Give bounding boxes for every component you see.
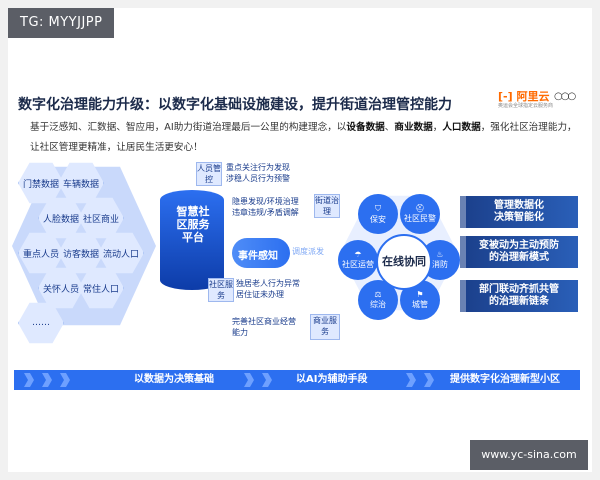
service-note: 独居老人行为异常 居住证未办理 — [236, 279, 300, 299]
bottom-seg-1: 以数据为决策基础 — [134, 374, 214, 385]
desc-bold-2: 商业数据 — [394, 122, 433, 133]
logo-brand-text: 阿里云 — [516, 90, 550, 103]
result-3: 部门联动齐抓共管 的治理新链条 — [460, 280, 578, 312]
ring-fire-label: 消防 — [432, 260, 448, 269]
desc-text-2: ，强化社区治理能力，让社区管理更精准，让居民生活更安心！ — [30, 122, 577, 153]
desc-text-1: 基于泛感知、汇数据、智应用，AI助力街道治理最后一公里的构建理念，以 — [30, 122, 347, 133]
people-note: 重点关注行为发现 涉稳人员行为预警 — [226, 163, 290, 183]
ring-center: 在线协同 — [376, 234, 432, 290]
watermark-top: TG: MYYJJPP — [8, 8, 115, 38]
chevron-right-icon — [262, 373, 272, 387]
logo-mark-icon: [-] — [498, 90, 513, 103]
chevron-right-icon — [406, 373, 416, 387]
logo-tagline: 奥运会全球指定云服务商 — [498, 103, 554, 109]
bottom-seg-2: 以AI为辅助手段 — [296, 374, 368, 385]
ring-operations-label: 社区运营 — [342, 260, 374, 269]
event-label: 事件感知 — [238, 251, 278, 262]
people-tag: 人员管控 — [196, 162, 222, 186]
biz-tag: 商业服务 — [310, 314, 340, 340]
bottom-arrow-bar: 以数据为决策基础 以AI为辅助手段 提供数字化治理新型小区 — [14, 370, 580, 390]
ring-police: ⛑社区民警 — [400, 194, 440, 234]
urban-icon: ⚑ — [416, 290, 424, 299]
result-2: 变被动为主动预防 的治理新模式 — [460, 236, 578, 268]
description: 基于泛感知、汇数据、智应用，AI助力街道治理最后一公里的构建理念，以设备数据、商… — [30, 118, 582, 158]
ring-security: ⛉保安 — [358, 194, 398, 234]
police-icon: ⛑ — [414, 204, 426, 213]
service-tag: 社区服务 — [208, 278, 234, 302]
desc-separator-1: 、 — [384, 122, 395, 133]
road-note: 隐患发现/环境治理 违章违规/矛盾调解 — [232, 197, 299, 217]
logo-brand: [-] 阿里云 — [498, 88, 549, 104]
chevron-right-icon — [24, 373, 34, 387]
dispatch-label: 调度派发 — [292, 247, 324, 256]
desc-separator-2: ， — [432, 122, 443, 133]
ring-operations: ☂社区运营 — [338, 240, 378, 280]
ring-police-label: 社区民警 — [404, 214, 436, 223]
ring-governance-label: 综治 — [370, 300, 386, 309]
ring-urban-label: 城管 — [412, 300, 428, 309]
event-cloud — [232, 238, 290, 268]
chevron-right-icon — [60, 373, 70, 387]
platform-label: 智慧社区服务平台 — [176, 205, 210, 244]
road-tag: 街道治理 — [314, 194, 340, 218]
ring-security-label: 保安 — [370, 214, 386, 224]
biz-note: 完善社区商业经营能力 — [232, 317, 296, 337]
platform-cylinder — [160, 190, 224, 290]
fire-icon: ♨ — [436, 250, 444, 259]
shield-icon: ⛉ — [375, 203, 381, 213]
brand-logo: [-] 阿里云 奥运会全球指定云服务商 ○○○ — [498, 86, 584, 114]
hex-data-0: 门禁数据 — [18, 162, 64, 204]
operations-icon: ☂ — [354, 250, 362, 259]
chevron-right-icon — [424, 373, 434, 387]
watermark-bottom: www.yc-sina.com — [470, 440, 588, 470]
desc-bold-3: 人口数据 — [442, 122, 481, 133]
desc-bold-1: 设备数据 — [346, 122, 385, 133]
result-1: 管理数据化 决策智能化 — [460, 196, 578, 228]
governance-icon: ⚖ — [374, 290, 382, 299]
chevron-right-icon — [42, 373, 52, 387]
olympic-rings-icon: ○○○ — [554, 91, 576, 102]
page-title: 数字化治理能力升级：以数字化基础设施建设，提升街道治理管控能力 — [18, 97, 452, 113]
ring-governance: ⚖综治 — [358, 280, 398, 320]
chevron-right-icon — [244, 373, 254, 387]
bottom-seg-3: 提供数字化治理新型小区 — [450, 374, 560, 385]
